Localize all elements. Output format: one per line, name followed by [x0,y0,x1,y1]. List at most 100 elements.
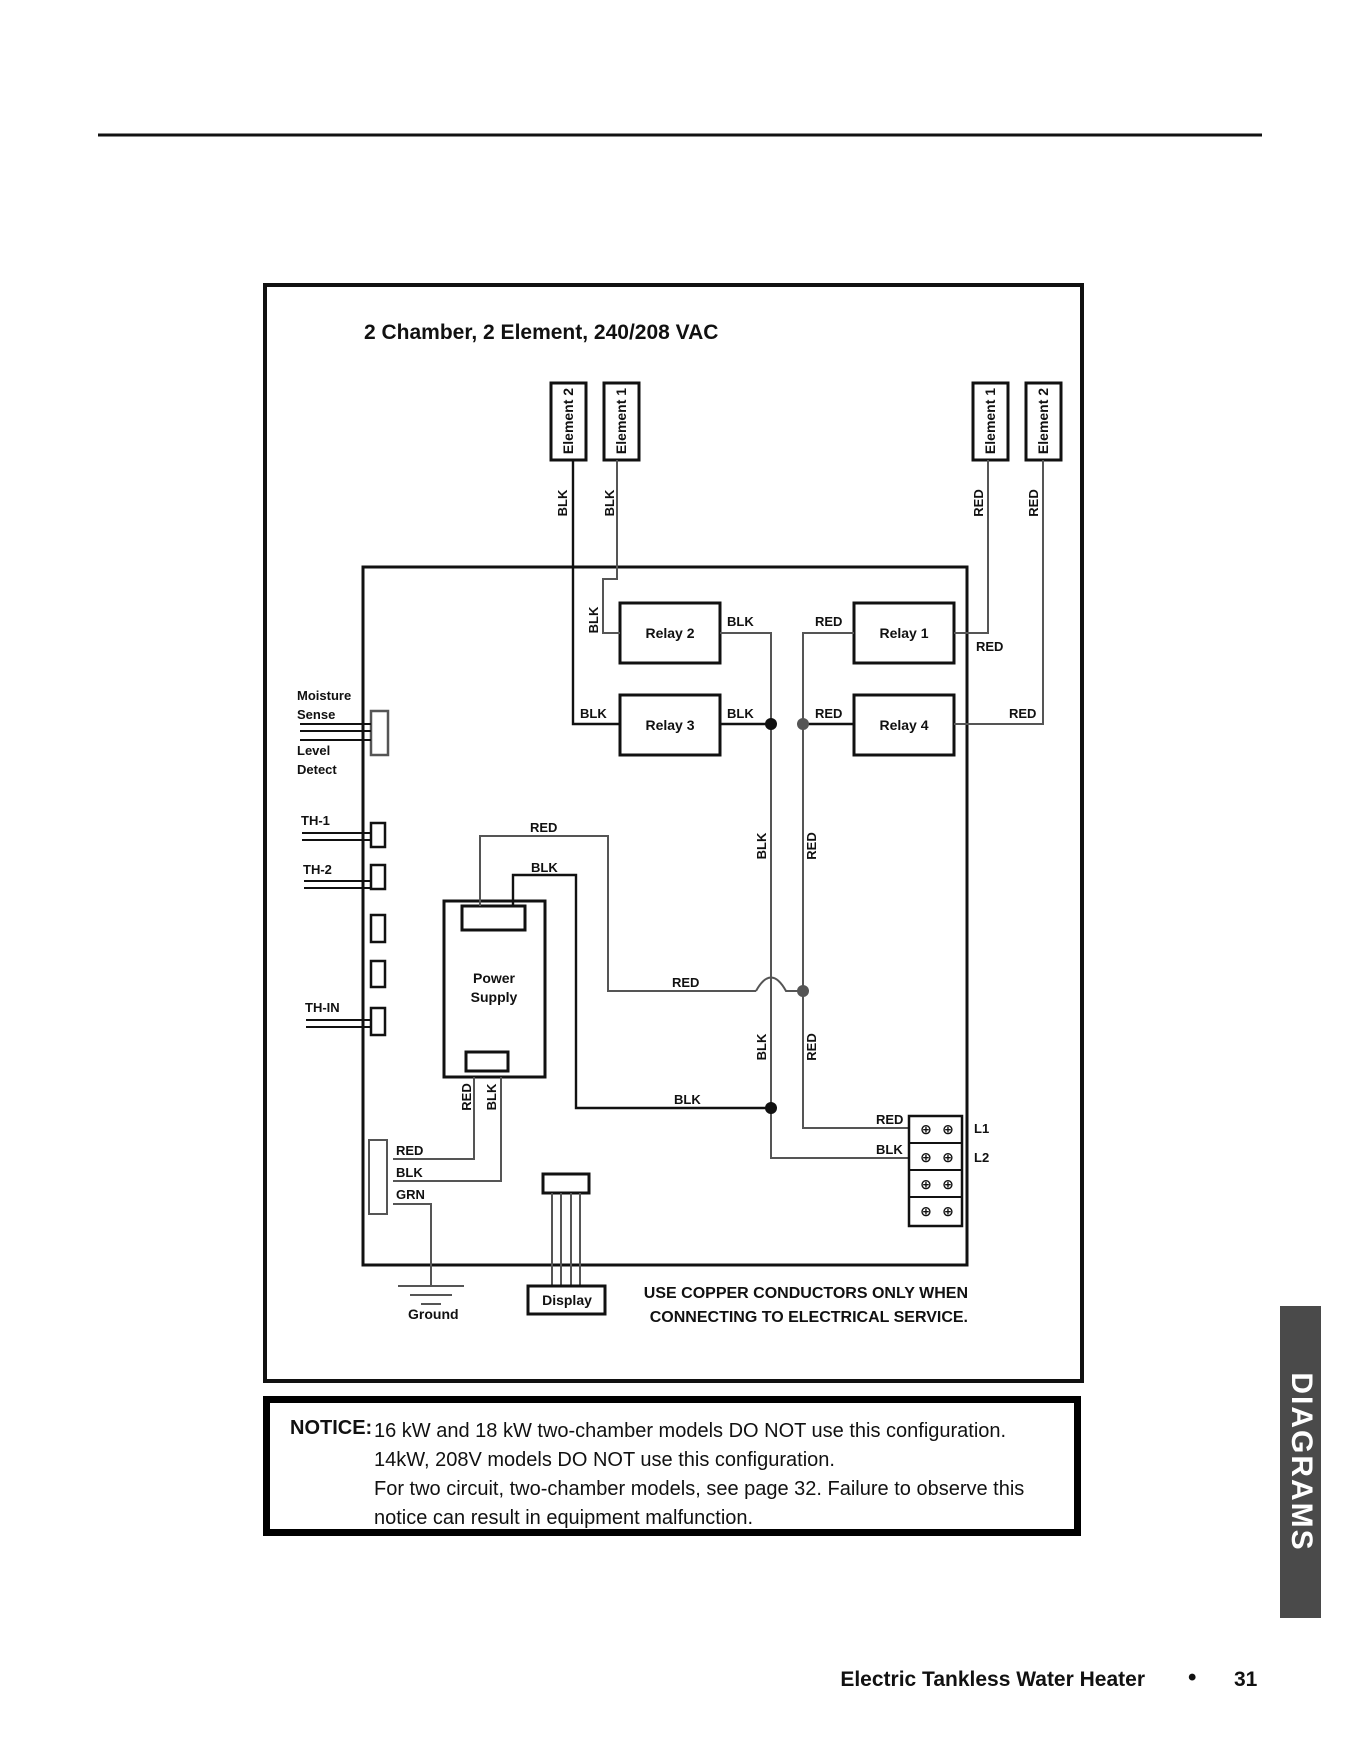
wire-label-red: RED [804,1033,819,1060]
svg-text:Power: Power [473,970,516,986]
svg-text:⊕: ⊕ [920,1149,932,1165]
notice-box: NOTICE: 16 kW and 18 kW two-chamber mode… [263,1396,1081,1536]
label-level: Level [297,743,330,758]
footer-title: Electric Tankless Water Heater [840,1668,1145,1691]
svg-text:⊕: ⊕ [920,1203,932,1219]
copper-notice-line-1: USE COPPER CONDUCTORS ONLY WHEN [644,1285,968,1302]
diagram-frame [263,283,1084,1383]
wire-blk-relay2-out [720,632,909,1159]
wire-label-blk: BLK [727,706,754,721]
relay-4: Relay 4 [852,693,956,757]
wire-label-blk: BLK [555,489,570,516]
svg-text:Element 1: Element 1 [982,388,998,454]
wire-red-crossover [755,976,803,992]
junction-dot [765,718,777,730]
label-sense: Sense [297,707,335,722]
svg-text:Relay 4: Relay 4 [879,717,928,733]
ground-symbol [398,1285,464,1305]
wire-label-blk: BLK [754,832,769,859]
relay-3: Relay 3 [618,693,722,757]
wire-label-red: RED [1026,489,1041,516]
wire-red-psu [479,835,756,992]
wire-blk-psu [511,873,771,1110]
wire-label-red: RED [672,975,699,990]
wire-blk-input [393,1077,502,1182]
th2-connector [369,863,387,891]
wire-red-relay1-in [802,632,909,1129]
svg-text:Element 2: Element 2 [560,388,576,454]
svg-text:Element 2: Element 2 [1035,388,1051,454]
svg-text:⊕: ⊕ [942,1149,954,1165]
wire-label-grn: GRN [396,1187,425,1202]
wire-label-blk: BLK [727,614,754,629]
power-supply: Power Supply [442,899,547,1079]
wire-label-blk: BLK [602,489,617,516]
svg-text:⊕: ⊕ [920,1121,932,1137]
notice-line: For two circuit, two-chamber models, see… [374,1478,1025,1500]
moisture-connector [369,709,390,757]
svg-text:⊕: ⊕ [920,1176,932,1192]
ground-label: Ground [408,1306,459,1322]
notice-line: 14kW, 208V models DO NOT use this config… [374,1449,835,1471]
section-tab-diagrams: DIAGRAMS [1280,1306,1321,1618]
terminal-label-l2: L2 [974,1150,989,1165]
wire-label-red: RED [530,820,557,835]
svg-text:⊕: ⊕ [942,1121,954,1137]
wire-label-blk: BLK [754,1033,769,1060]
svg-text:Relay 3: Relay 3 [645,717,694,733]
relay-1: Relay 1 [852,601,956,665]
label-detect: Detect [297,762,337,777]
svg-text:⊕: ⊕ [942,1203,954,1219]
svg-text:Relay 2: Relay 2 [645,625,694,641]
controller-board [361,565,969,1267]
notice-line: notice can result in equipment malfuncti… [374,1507,754,1529]
label-thin: TH-IN [305,1000,340,1015]
wire-label-red: RED [976,639,1003,654]
spare-connector [369,959,387,989]
footer-bullet: • [1188,1664,1197,1691]
element-left-2: Element 2 [549,381,588,462]
th1-connector [369,821,387,849]
wire-blk-element2 [571,460,620,726]
wire-label-blk: BLK [531,860,558,875]
label-th2: TH-2 [303,862,332,877]
display-connector [541,1172,591,1195]
wire-label-red: RED [971,489,986,516]
terminal-label-l1: L1 [974,1121,989,1136]
wire-label-red: RED [1009,706,1036,721]
thin-connector [369,1006,387,1037]
wire-blk-element1 [602,460,620,634]
wire-label-blk: BLK [396,1165,423,1180]
power-entry-connector [368,1139,388,1215]
label-th1: TH-1 [301,813,330,828]
wire-label-red: RED [396,1143,423,1158]
wire-label-red: RED [815,614,842,629]
svg-text:Supply: Supply [471,989,518,1005]
svg-text:Element 1: Element 1 [613,388,629,454]
wire-label-blk: BLK [586,606,601,633]
wire-label-red: RED [459,1083,474,1110]
svg-text:Relay 1: Relay 1 [879,625,928,641]
wire-label-blk: BLK [674,1092,701,1107]
wire-label-red: RED [815,706,842,721]
wire-grn-ground [393,1203,432,1286]
wire-label-blk: BLK [580,706,607,721]
element-right-2: Element 2 [1024,381,1063,462]
page-number: 31 [1234,1668,1258,1691]
wire-label-red: RED [876,1112,903,1127]
svg-text:⊕: ⊕ [942,1176,954,1192]
wire-red-input [393,1077,475,1160]
terminal-block: ⊕ ⊕ ⊕ ⊕ ⊕ ⊕ ⊕ ⊕ [907,1114,964,1228]
diagram-title: 2 Chamber, 2 Element, 240/208 VAC [364,321,718,344]
wire-red-element1 [954,460,989,634]
spare-connector [369,913,387,944]
section-tab-label: DIAGRAMS [1284,1372,1318,1552]
junction-dot [797,718,809,730]
notice-text: 16 kW and 18 kW two-chamber models DO NO… [374,1417,1024,1533]
element-right-1: Element 1 [971,381,1010,462]
element-left-1: Element 1 [602,381,641,462]
svg-text:Display: Display [542,1292,592,1308]
wire-label-blk: BLK [876,1142,903,1157]
display-cable [551,1193,581,1286]
